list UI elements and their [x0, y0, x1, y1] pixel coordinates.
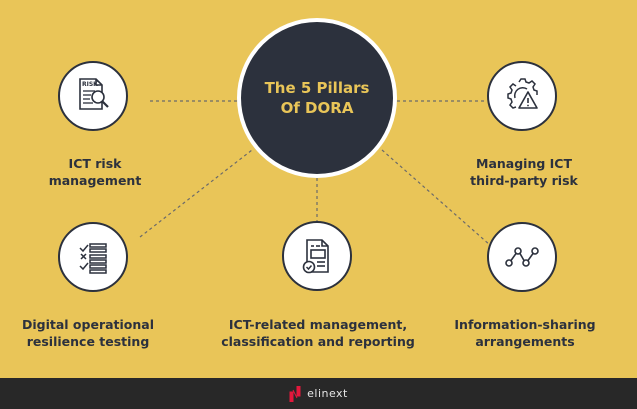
pillar-ict-risk-node: RISK	[58, 61, 128, 131]
pillar-testing-node	[58, 222, 128, 292]
footer-brand: elinext	[307, 387, 348, 400]
elinext-logo-icon	[289, 385, 301, 402]
svg-text:RISK: RISK	[82, 81, 98, 88]
document-check-icon	[302, 239, 329, 274]
checklist-icon	[79, 243, 107, 274]
risk-document-magnifier-icon: RISK	[79, 78, 109, 110]
footer-bar: elinext	[0, 378, 637, 409]
gear-warning-icon	[507, 78, 538, 109]
connector-lines	[139, 100, 491, 246]
pillar-incident-node	[282, 221, 352, 291]
hub-title-line1: The 5 Pillars	[264, 79, 370, 97]
hub-title-line2: Of DORA	[280, 99, 354, 117]
connected-nodes-icon	[505, 247, 539, 267]
pillar-third-party-node	[487, 61, 557, 131]
pillar-incident-label: ICT-related management,classification an…	[221, 317, 415, 349]
center-hub: The 5 Pillars Of DORA	[237, 18, 397, 178]
pillar-info-sharing-node	[487, 222, 557, 292]
